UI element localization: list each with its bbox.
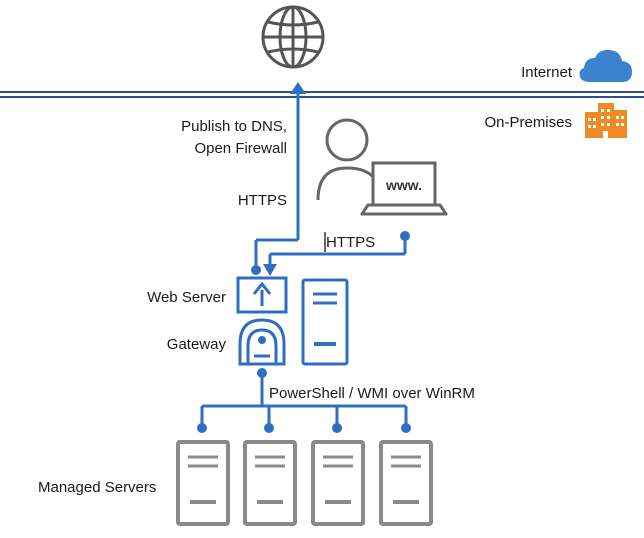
web-server-icon [236, 276, 288, 314]
managed-server-3 [311, 440, 365, 526]
managed-server-2 [243, 440, 297, 526]
https-label-user: HTTPS [326, 234, 376, 251]
zone-label-on-premises: On-Premises [484, 114, 572, 131]
managed-server-1 [176, 440, 230, 526]
gateway-label: Gateway [166, 336, 226, 353]
buildings-icon [585, 103, 627, 138]
web-server-label: Web Server [147, 289, 226, 306]
managed-server-4 [379, 440, 433, 526]
network-boundary [0, 91, 644, 98]
gateway-icon [238, 318, 286, 366]
publish-label-line1: Publish to DNS, [181, 118, 287, 135]
managed-servers-label: Managed Servers [38, 479, 157, 496]
cloud-icon [579, 50, 632, 82]
user-connector [263, 231, 410, 276]
protocol-label: PowerShell / WMI over WinRM [269, 385, 475, 402]
publish-label-line2: Open Firewall [194, 140, 287, 157]
laptop-icon: www. [360, 161, 448, 216]
gateway-server-icon [301, 278, 349, 366]
zone-label-internet: Internet [521, 64, 572, 81]
browser-address-text: www. [385, 177, 422, 193]
winrm-connector [197, 368, 411, 433]
globe-icon [261, 5, 325, 69]
user-icon [316, 118, 376, 201]
publish-connector [251, 82, 306, 275]
https-label-left: HTTPS [237, 192, 287, 209]
